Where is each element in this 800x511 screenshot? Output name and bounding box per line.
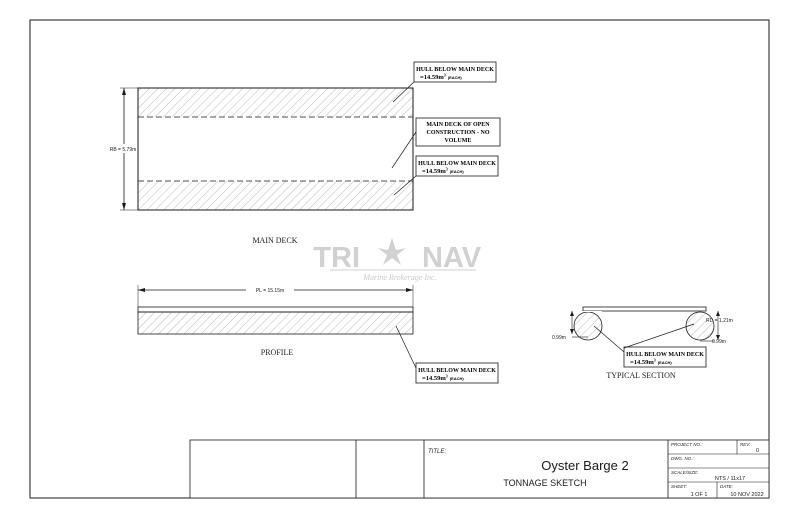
rev-label: REV:	[740, 442, 751, 447]
date-label: DATE:	[720, 484, 734, 489]
section-pontoon-right	[685, 311, 715, 341]
left-offset-text: 0.99m	[552, 335, 566, 341]
rd-arrow-bottom	[716, 335, 720, 340]
project-no-label: PROJECT NO.:	[671, 442, 703, 447]
title-block: TITLE: Oyster Barge 2 TONNAGE SKETCH PRO…	[189, 439, 770, 499]
left-dim-arrow-bottom	[570, 329, 574, 334]
scale-value: NTS / 11x17	[715, 476, 745, 482]
callout-leader	[395, 325, 417, 369]
callout-hull-bottom: HULL BELOW MAIN DECK =14.59m3(EACH)	[393, 155, 499, 196]
callout-line-3: VOLUME	[445, 138, 472, 144]
callout-leader-right	[623, 323, 695, 349]
drawing-title: Oyster Barge 2	[541, 458, 628, 473]
callout-title: HULL BELOW MAIN DECK	[418, 368, 496, 374]
callout-line-2: CONSTRUCTION - NO	[426, 130, 489, 136]
callout-leader	[391, 131, 417, 169]
callout-hull-top: HULL BELOW MAIN DECK =14.59m3(EACH)	[392, 61, 497, 103]
profile-view-label: PROFILE	[261, 348, 294, 357]
section-pontoon-left	[573, 311, 603, 341]
profile-deck-plate	[137, 306, 414, 313]
date-value: 10 NOV 2022	[730, 492, 763, 498]
rb-arrow-bottom	[122, 203, 126, 210]
rb-dimension-text: RB = 5.79m	[110, 147, 137, 153]
section-deck-plate	[582, 306, 707, 312]
title-block-frame	[189, 439, 770, 499]
profile-view: PL = 15.15m	[137, 285, 414, 335]
main-deck-view-label: MAIN DECK	[252, 236, 297, 245]
callout-hull-profile: HULL BELOW MAIN DECK =14.59m3(EACH)	[395, 325, 499, 384]
main-deck-outline	[137, 87, 414, 211]
callout-leader	[392, 81, 415, 103]
callout-box	[623, 346, 707, 368]
watermark-brand-right: NAV	[422, 242, 482, 274]
callout-box	[415, 362, 499, 384]
typical-section-view: RD = 1.21m 0.99m 0.99m	[552, 306, 733, 345]
callout-box	[415, 155, 499, 177]
callout-volume: =14.59m3(EACH)	[422, 374, 464, 383]
rd-dimension-text: RD = 1.21m	[706, 318, 733, 324]
main-deck-hatch-bottom	[138, 181, 413, 210]
callout-leader-left	[593, 325, 625, 353]
watermark-brand-left: TRI	[313, 242, 360, 274]
right-offset-text: 0.99m	[712, 339, 726, 345]
rd-arrow-top	[716, 311, 720, 316]
callout-leader	[393, 175, 417, 196]
callout-title: HULL BELOW MAIN DECK	[416, 67, 494, 73]
trinav-watermark: TRI NAV Marine Brokerage Inc.	[313, 238, 482, 282]
pl-dimension-text: PL = 15.15m	[256, 288, 284, 294]
pl-text-mask	[246, 286, 294, 294]
anchor-star-icon	[378, 238, 406, 265]
callout-box	[413, 61, 497, 83]
sheet-value: 1 OF 1	[691, 492, 708, 498]
main-deck-hatch-top	[138, 88, 413, 117]
callout-line-1: MAIN DECK OF OPEN	[426, 122, 490, 128]
callout-hull-section: HULL BELOW MAIN DECK =14.59m3(EACH)	[593, 323, 707, 368]
callout-volume: =14.59m3(EACH)	[630, 358, 672, 367]
callout-open-deck: MAIN DECK OF OPEN CONSTRUCTION - NO VOLU…	[391, 117, 501, 169]
dwg-no-label: DWG. NO.:	[671, 456, 694, 461]
drawing-subtitle: TONNAGE SKETCH	[503, 478, 586, 488]
callout-title: HULL BELOW MAIN DECK	[626, 352, 704, 358]
typical-section-view-label: TYPICAL SECTION	[606, 371, 675, 380]
pl-arrow-right	[406, 288, 413, 292]
rb-text-mask	[104, 144, 132, 153]
section-pontoon-cap-left	[574, 311, 602, 312]
callout-title: HULL BELOW MAIN DECK	[418, 161, 496, 167]
scale-label: SCALE/SIZE:	[671, 470, 699, 475]
rb-arrow-top	[122, 88, 126, 95]
pl-arrow-left	[138, 288, 145, 292]
title-label: TITLE:	[428, 449, 446, 455]
profile-hull	[137, 311, 414, 335]
callout-volume: =14.59m3(EACH)	[422, 167, 464, 176]
rev-value: 0	[756, 448, 759, 454]
main-deck-plan: RB = 5.79m	[104, 87, 414, 211]
left-dim-arrow-top	[570, 311, 574, 316]
watermark-tagline: Marine Brokerage Inc.	[362, 273, 436, 282]
callout-volume: =14.59m3(EACH)	[420, 73, 462, 82]
sheet-label: SHEET:	[671, 484, 688, 489]
